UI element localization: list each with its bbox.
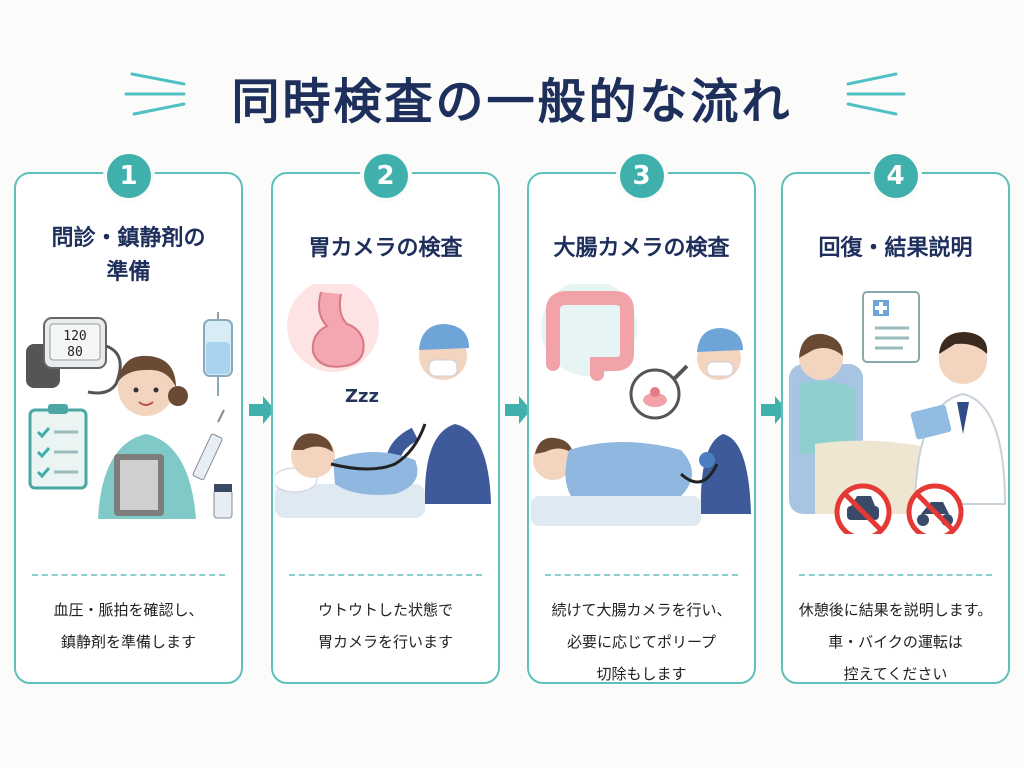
svg-text:80: 80 [67,345,83,360]
sleeping-patient-icon [275,423,427,518]
svg-text:120: 120 [63,329,86,344]
step-description: ウトウトした状態で 胃カメラを行います [317,601,453,651]
nurse-icon [98,355,196,519]
iv-drip-icon [203,312,233,396]
step-card-1: 1 問診・鎮静剤の 準備 120 80 [14,154,243,684]
page-title: 同時検査の一般的な流れ [231,74,793,130]
syringe-icon [192,409,225,481]
gastroscopy-illustration: Zzz [275,284,491,518]
title-decoration-left-icon [124,72,186,116]
step-description: 休憩後に結果を説明します。 車・バイクの運転は 控えてください [798,601,993,683]
step-arrow-icon [505,396,531,424]
step-title: 回復・結果説明 [818,236,973,261]
step-arrow-icon [761,396,787,424]
step-divider [799,574,992,576]
step-card-4: 4 回復・結果説明 [781,154,1010,684]
step-number-badge: 4 [873,154,918,198]
doctor-icon [910,332,1007,505]
svg-text:Zzz: Zzz [345,386,379,407]
no-motorcycle-icon [906,483,964,534]
large-intestine-icon [541,284,637,381]
title-decoration-right-icon [846,72,906,116]
step-divider [32,574,225,576]
step-card-3: 3 大腸カメラの検査 続けて大腸カメラを行い、 必要に応じてポリープ [527,154,756,684]
step-title: 大腸カメラの検査 [553,236,730,261]
step-divider [289,574,482,576]
step-number-badge: 2 [363,154,408,198]
step-card-2: 2 胃カメラの検査 Zzz ウトウトした状態で 胃カメラを行います [271,154,500,684]
vial-icon [213,484,233,519]
polyp-magnifier-icon [629,364,689,420]
colonoscopy-illustration [531,284,751,526]
step-title: 問診・鎮静剤の 準備 [51,226,206,285]
blood-pressure-monitor-icon: 120 80 [26,317,122,395]
step-title: 胃カメラの検査 [308,236,463,261]
doctor-icon [385,324,491,504]
step-description: 血圧・脈拍を確認し、 鎮静剤を準備します [53,601,204,651]
step-number-badge: 1 [106,154,151,198]
step-description: 続けて大腸カメラを行い、 必要に応じてポリープ 切除もします [551,601,732,683]
patient-lying-icon [531,437,719,526]
step-divider [545,574,738,576]
step-number-badge: 3 [619,154,664,198]
recovery-explanation-illustration [789,291,1007,534]
nurse-preparation-illustration: 120 80 [26,312,233,519]
step-arrow-icon [249,396,275,424]
sleep-mark-icon: Zzz [345,386,379,407]
medical-report-icon [862,291,920,363]
doctor-icon [697,328,751,514]
stomach-icon [287,284,379,372]
clipboard-checklist-icon [28,404,88,490]
no-car-icon [834,483,892,534]
